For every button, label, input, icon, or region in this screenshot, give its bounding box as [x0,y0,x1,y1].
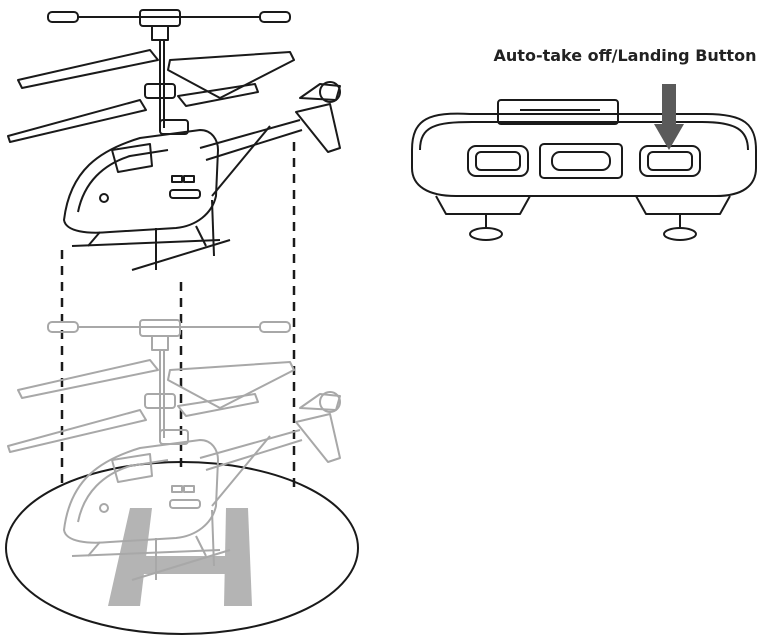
descent-guide-lines [60,142,296,490]
helicopter-icon [7,9,341,271]
helipad-h-icon [108,508,252,606]
landed-helicopter-icon [7,319,341,581]
landing-zone-ellipse [5,461,359,635]
left-button [467,145,529,177]
remote-controller-icon [411,99,757,241]
down-arrow-icon [654,84,684,150]
center-switch [539,143,623,179]
auto-takeoff-landing-label: Auto-take off/Landing Button [493,46,757,65]
